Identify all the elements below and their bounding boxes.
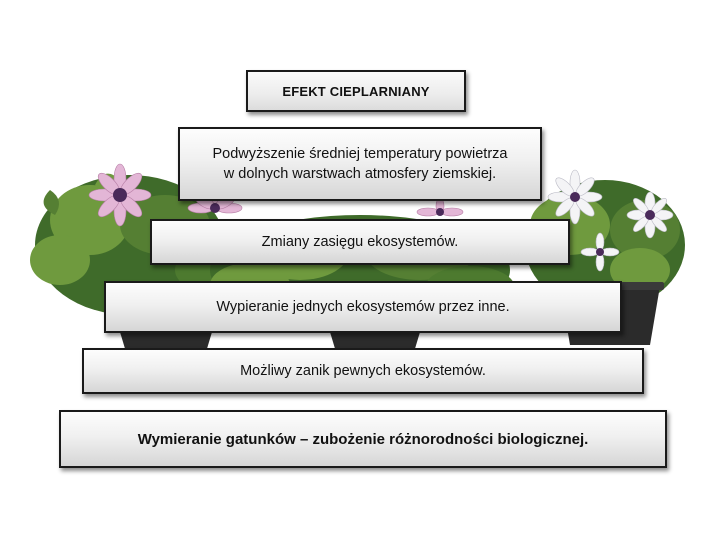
step-4-text: Możliwy zanik pewnych ekosystemów. (240, 363, 486, 379)
left-plant (30, 173, 245, 315)
step-2-text: Zmiany zasięgu ekosystemów. (261, 234, 459, 250)
step-box-1: Podwyższenie średniej temperatury powiet… (178, 127, 542, 201)
pot-left (120, 332, 212, 352)
white-flower-icon (626, 191, 674, 239)
step-3-text: Wypieranie jednych ekosystemów przez inn… (216, 299, 510, 315)
pink-flower-icon (88, 163, 152, 227)
title-text: EFEKT CIEPLARNIANY (282, 83, 430, 99)
step-1-line-2: w dolnych warstwach atmosfery ziemskiej. (223, 166, 497, 182)
step-5-text: Wymieranie gatunków – zubożenie różnorod… (137, 430, 589, 448)
diagram-title: EFEKT CIEPLARNIANY (246, 70, 466, 112)
pot-middle (330, 332, 420, 352)
step-box-3: Wypieranie jednych ekosystemów przez inn… (104, 281, 622, 333)
step-box-2: Zmiany zasięgu ekosystemów. (150, 219, 570, 265)
step-box-4: Możliwy zanik pewnych ekosystemów. (82, 348, 644, 394)
step-box-5: Wymieranie gatunków – zubożenie różnorod… (59, 410, 667, 468)
white-flower-icon (547, 169, 603, 225)
white-flower-icon (580, 232, 620, 272)
step-1-line-1: Podwyższenie średniej temperatury powiet… (212, 146, 508, 162)
pink-flower-icon (416, 197, 464, 217)
